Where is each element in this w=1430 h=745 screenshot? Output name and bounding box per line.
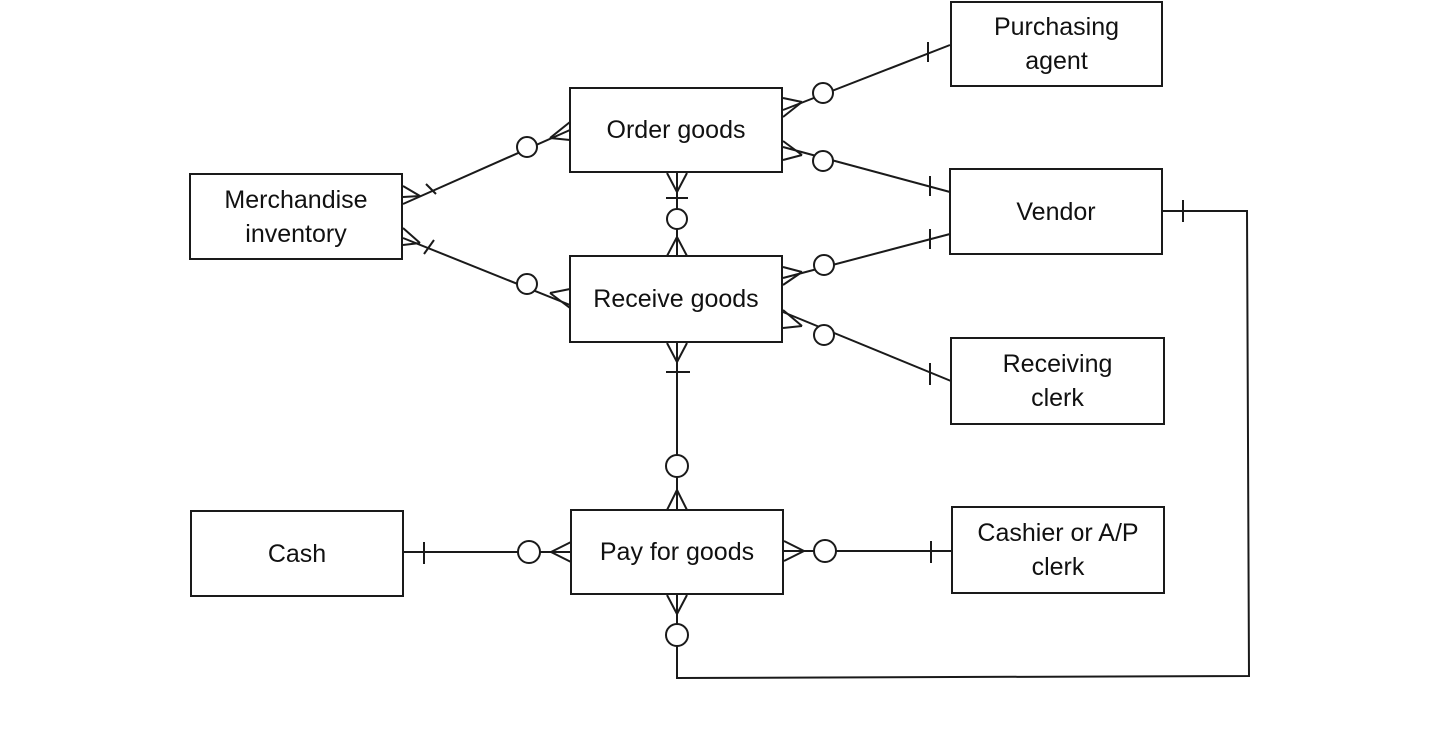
rel-inventory-receive <box>402 227 571 309</box>
rel-cash-pay <box>404 540 572 564</box>
crowfoot-order-vendor-b <box>782 154 803 161</box>
rel-inventory-order <box>402 121 571 205</box>
crowfoot-receive-inventory-a <box>549 288 571 294</box>
entity-vendor: Vendor <box>949 168 1163 255</box>
crowfoot-receive-order-a <box>666 236 678 257</box>
crowfoot-inventory-order-b <box>402 195 421 198</box>
crowfoot-receive-clerk-b <box>782 325 803 329</box>
crowfoot-pay-vendor-b <box>676 594 688 615</box>
crowfoot-pay-cash-b <box>550 551 572 563</box>
crowfoot-pay-receive-a <box>666 489 678 511</box>
entity-merchandise-inventory: Merchandise inventory <box>189 173 403 260</box>
crowfoot-receive-pay-a <box>666 342 678 363</box>
crowfoot-receive-clerk-a <box>782 309 803 327</box>
circle-inventory-receive <box>516 273 538 295</box>
rel-pay-vendor <box>665 200 1251 680</box>
circle-order-agent <box>812 82 834 104</box>
rel-receive-vendor <box>782 229 951 286</box>
entity-purchasing-agent: Purchasing agent <box>950 1 1163 87</box>
crowfoot-inventory-receive-b <box>402 242 421 246</box>
crowfoot-order-receive-b <box>676 172 688 193</box>
entity-pay-for-goods: Pay for goods <box>570 509 784 595</box>
circle-pay-vendor <box>665 623 689 647</box>
crowfoot-order-receive-a <box>666 172 678 193</box>
crowfoot-order-agent-b <box>782 101 803 118</box>
crowfoot-pay-receive-b <box>676 489 688 511</box>
crowfoot-order-vendor-a <box>782 140 803 156</box>
rel-pay-cashier <box>783 539 951 563</box>
circle-order-vendor <box>812 150 834 172</box>
crowfoot-pay-vendor-a <box>666 594 678 615</box>
circle-receive-vendor <box>813 254 835 276</box>
bar-inventory-receive <box>423 239 435 255</box>
entity-receive-goods: Receive goods <box>569 255 783 343</box>
circle-inventory-order <box>516 136 538 158</box>
crowfoot-inventory-order-a <box>402 185 421 197</box>
rel-receive-pay <box>665 342 690 511</box>
rel-order-purchasing-agent <box>782 42 951 118</box>
bar-inventory-order <box>425 183 437 195</box>
circle-pay-cashier <box>813 539 837 563</box>
circle-cash-pay <box>517 540 541 564</box>
crowfoot-pay-cash-a <box>550 541 572 553</box>
crowfoot-receive-inventory-b <box>549 292 571 309</box>
crowfoot-order-inventory-a <box>549 121 571 139</box>
entity-cash: Cash <box>190 510 404 597</box>
circle-receive-pay <box>665 454 689 478</box>
crowfoot-receive-order-b <box>676 236 688 257</box>
crowfoot-receive-pay-b <box>676 342 688 363</box>
crowfoot-receive-vendor-b <box>782 271 803 286</box>
circle-receive-clerk <box>813 324 835 346</box>
crowfoot-pay-cashier-a <box>783 540 805 552</box>
crowfoot-order-inventory-b <box>549 137 571 141</box>
entity-receiving-clerk: Receiving clerk <box>950 337 1165 425</box>
circle-order-receive <box>666 208 688 230</box>
rel-receive-clerk <box>782 309 952 385</box>
entity-cashier-ap-clerk: Cashier or A/P clerk <box>951 506 1165 594</box>
entity-order-goods: Order goods <box>569 87 783 173</box>
crowfoot-inventory-receive-a <box>402 227 421 244</box>
rel-order-vendor <box>782 140 951 196</box>
crowfoot-order-agent-a <box>782 97 803 103</box>
rel-order-receive <box>666 172 688 257</box>
crowfoot-receive-vendor-a <box>782 266 803 273</box>
crowfoot-pay-cashier-b <box>783 550 805 562</box>
